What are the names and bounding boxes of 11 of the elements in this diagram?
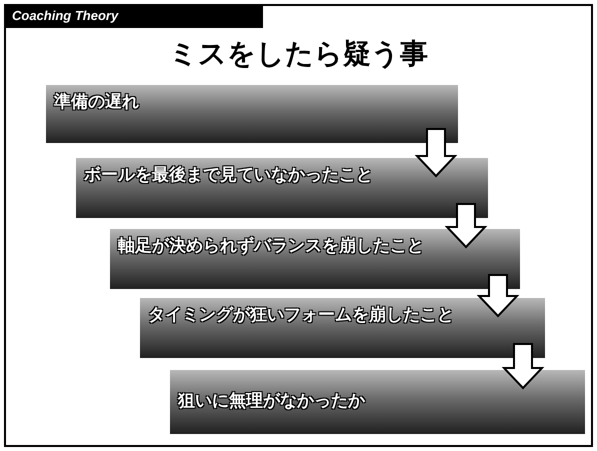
step-box: 狙いに無理がなかったか [170,370,585,434]
step-box: 軸足が決められずバランスを崩したこと [110,229,520,289]
block-arrow [476,274,520,318]
header-band: Coaching Theory [4,4,263,28]
title: ミスをしたら疑う事 [168,36,429,72]
step-box: タイミングが狂いフォームを崩したこと [140,298,545,358]
step-box: ボールを最後まで見ていなかったこと [76,158,488,218]
block-arrow [502,343,544,390]
step-box: 準備の遅れ [46,85,458,143]
block-arrow [444,203,488,248]
block-arrow [414,128,458,178]
